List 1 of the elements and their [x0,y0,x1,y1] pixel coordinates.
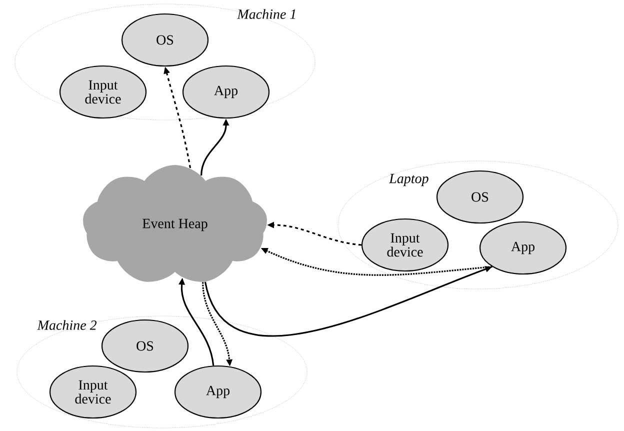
cloud: Event Heap [83,165,267,282]
